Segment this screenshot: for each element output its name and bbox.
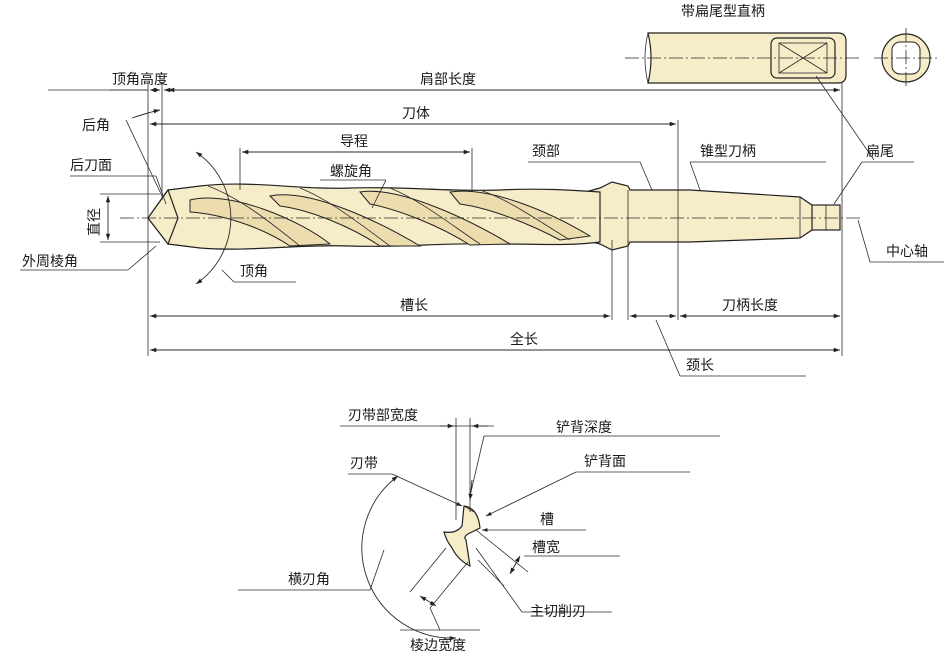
- label-lead: 导程: [340, 134, 368, 150]
- label-shank-length: 刀柄长度: [722, 298, 778, 314]
- label-flank: 后刀面: [70, 158, 112, 174]
- label-land-width: 棱边宽度: [410, 637, 466, 654]
- label-taper-shank: 锥型刀柄: [700, 144, 756, 160]
- drill-body: [120, 181, 862, 251]
- label-chisel-edge-angle: 横刃角: [288, 572, 330, 588]
- cross-section: [238, 418, 720, 641]
- label-outer-corner: 外周棱角: [22, 254, 78, 270]
- label-point-angle: 顶角: [240, 264, 268, 280]
- label-point-height: 顶角高度: [112, 71, 168, 88]
- label-body-clearance: 铲背面: [584, 454, 626, 470]
- label-neck: 颈部: [532, 144, 560, 160]
- labels: 带扁尾型直柄 顶角高度 肩部长度 后角 刀体 导程 颈部 锥型刀柄 扁尾 后刀面…: [22, 3, 928, 654]
- flat-tang-detail: [625, 28, 939, 161]
- label-flute-length: 槽长: [400, 298, 428, 314]
- label-diameter: 直径: [86, 208, 103, 236]
- label-margin-width: 刃带部宽度: [348, 407, 418, 424]
- label-flute: 槽: [540, 512, 554, 528]
- label-main-cutting-edge: 主切削刃: [530, 604, 586, 620]
- label-body-clearance-depth: 铲背深度: [556, 420, 612, 436]
- label-neck-length: 颈长: [686, 358, 714, 374]
- label-margin: 刃带: [350, 456, 378, 472]
- label-body: 刀体: [402, 106, 430, 122]
- label-flute-width: 槽宽: [532, 539, 560, 556]
- label-tang: 扁尾: [866, 144, 894, 160]
- label-flat-tang-title: 带扁尾型直柄: [681, 3, 765, 20]
- dimension-lines: [20, 82, 944, 377]
- label-shoulder-length: 肩部长度: [420, 72, 476, 88]
- label-center-axis: 中心轴: [886, 244, 928, 260]
- label-clearance-angle: 后角: [82, 118, 110, 134]
- label-overall-length: 全长: [510, 331, 538, 348]
- label-helix-angle: 螺旋角: [330, 164, 372, 180]
